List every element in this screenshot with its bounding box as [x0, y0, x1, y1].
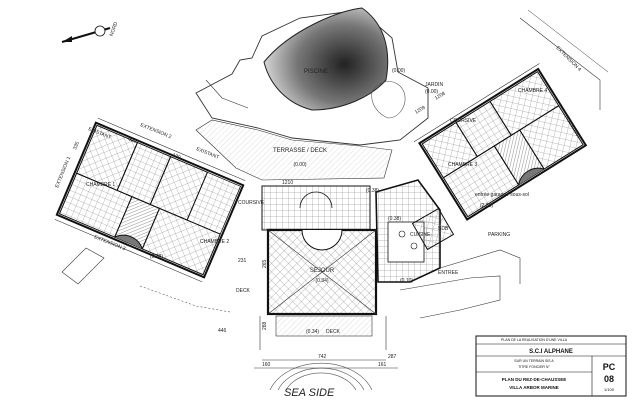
pool-level: (0.00) [392, 68, 405, 74]
lower-left-ramp [61, 247, 231, 313]
bottom-dimensions: 742 287 160 161 265 288 [254, 259, 398, 369]
pool-label: PISCINE [304, 69, 328, 75]
coursive-top-label: COURSIVE [450, 118, 477, 124]
extension4-label: EXTENSION 4 [555, 45, 583, 73]
dim-265: 265 [262, 259, 268, 268]
dim-320: 320 [127, 136, 137, 145]
pool: PISCINE (0.00) [263, 7, 405, 111]
title-block: PLAN DE LA REALISATION D'UNE VILLA S.C.I… [475, 335, 627, 397]
left-wing [54, 117, 246, 283]
bath-label: SDB [438, 226, 449, 232]
dim-1210: 1210 [282, 180, 293, 186]
pool-terrace-outline [195, 9, 429, 146]
dim-1209: 1209 [414, 105, 427, 116]
title-block-line1: SUR UN TERRAIN SIS A [514, 359, 554, 363]
living-room-label: SEJOUR [310, 268, 335, 274]
living-room-level: (0.34) [315, 278, 328, 284]
bedroom-level: (0.38) [150, 254, 163, 260]
dim-160: 160 [262, 362, 271, 368]
garden-label: JARDIN [425, 82, 443, 88]
coursive-left-label: COURSIVE [238, 200, 265, 206]
dim-446: 446 [218, 328, 227, 334]
garage-level: (2.50) [480, 203, 493, 209]
entry-label: ENTREE [438, 270, 459, 276]
bedroom1-label: CHAMBRE 1 [86, 182, 115, 188]
sheet-prefix: PC [603, 362, 616, 372]
parking-label: PARKING [488, 232, 510, 238]
north-label: NORD [109, 21, 120, 37]
north-arrow-icon: NORD [61, 21, 120, 43]
terrace-level: (0.00) [293, 162, 306, 168]
central-deck: (0.34) DECK [259, 315, 387, 350]
bedroom3-label: CHAMBRE 3 [448, 162, 477, 168]
title-block-header: PLAN DE LA REALISATION D'UNE VILLA [501, 338, 568, 342]
deck-center-label: DECK [326, 329, 341, 335]
garden-level: (0.00) [425, 89, 438, 95]
sheet-scale: 1/100 [604, 387, 615, 392]
title-block-project: VILLA ARBOR MARINE [509, 385, 558, 390]
right-wing [413, 63, 588, 221]
title-block-plan-title: PLAN DU REZ-DE-CHAUSSEE [502, 377, 567, 382]
dim-288: 288 [262, 321, 268, 330]
title-block-line2: TITRE FONCIER N° [518, 365, 550, 369]
terrace-coursive-level: (0.38) [366, 188, 379, 194]
terrace-deck: TERRASSE / DECK (0.00) [195, 119, 393, 181]
kitchen-label: CUISINE [410, 232, 431, 238]
dim-742: 742 [318, 354, 327, 360]
living-room: SEJOUR (0.34) [266, 228, 378, 316]
sea-steps [269, 362, 373, 391]
garden: JARDIN (0.00) [371, 81, 443, 119]
sheet-number: 08 [604, 374, 614, 384]
dim-287: 287 [388, 354, 397, 360]
sea-side-label: SEA SIDE [284, 387, 335, 399]
bedroom2-label: CHAMBRE 2 [200, 239, 229, 245]
deck-left-label: DECK [236, 288, 251, 294]
garage-label: entrée garage / sous-sol [475, 192, 529, 198]
dim-161: 161 [378, 362, 387, 368]
coursive-level: (0.38) [388, 216, 401, 222]
entry-level: (0.10) [400, 278, 413, 284]
deck-level: (0.34) [306, 329, 319, 335]
dim-231: 231 [238, 258, 247, 264]
central-corridor: 1210 [261, 180, 371, 231]
terrace-label: TERRASSE / DECK [273, 148, 327, 154]
bedroom4-label: CHAMBRE 4 [518, 88, 547, 94]
title-block-client: S.C.I ALPHANE [529, 349, 573, 355]
dim-335: 335 [72, 141, 81, 151]
dim-120: 120 [171, 152, 181, 161]
right-service-area: (0.38) ENTREE CUISINE SDB PARKING (0.10) [375, 179, 521, 319]
dim-1208: 1208 [434, 91, 447, 102]
